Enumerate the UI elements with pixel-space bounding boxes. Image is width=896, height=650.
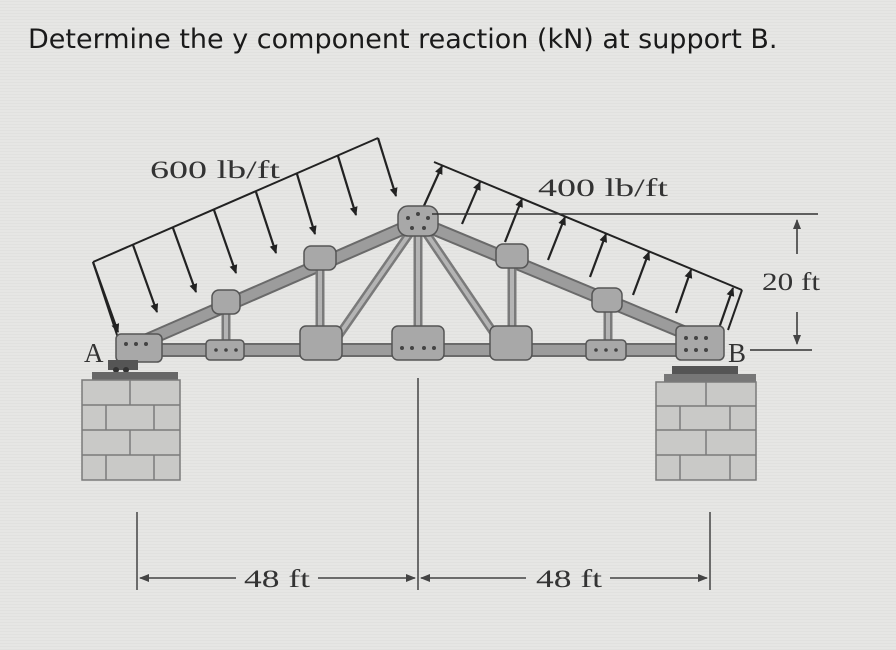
height-dimension xyxy=(432,213,818,351)
load-arrow xyxy=(254,191,278,254)
gusset-plate xyxy=(489,325,533,361)
left-load-arrows xyxy=(91,137,398,333)
load-arrow xyxy=(171,227,198,293)
support-b xyxy=(655,366,757,481)
support-b-label: B xyxy=(728,338,746,368)
support-a-label: A xyxy=(84,338,104,368)
load-arrow xyxy=(336,155,358,216)
gusset-plate xyxy=(675,325,725,361)
height-label: 20 ft xyxy=(762,269,820,296)
left-span-label: 48 ft xyxy=(244,566,310,593)
gusset-plate xyxy=(299,325,343,361)
left-load-label: 600 lb/ft xyxy=(150,157,280,184)
load-arrow xyxy=(674,269,693,314)
truss xyxy=(115,205,725,363)
load-arrow xyxy=(212,209,238,274)
gusset-plate xyxy=(495,243,529,269)
gusset-plate xyxy=(591,287,623,313)
load-arrow xyxy=(295,173,317,235)
load-arrow xyxy=(376,137,398,197)
load-arrow xyxy=(91,261,120,333)
support-a xyxy=(81,360,181,481)
gusset-plate xyxy=(303,245,337,271)
gusset-plate xyxy=(397,205,439,237)
load-arrow xyxy=(588,233,608,278)
right-load-label: 400 lb/ft xyxy=(538,175,668,202)
span-dimensions xyxy=(136,378,711,590)
load-arrow xyxy=(503,198,524,243)
question-text: Determine the y component reaction (kN) … xyxy=(28,24,778,55)
right-load-envelope xyxy=(433,161,743,331)
load-arrow xyxy=(546,216,567,261)
load-arrow xyxy=(131,244,159,313)
load-arrow xyxy=(716,287,735,332)
gusset-plate xyxy=(115,333,163,363)
right-load-arrows xyxy=(421,165,735,332)
load-arrow xyxy=(421,165,444,209)
gusset-plate xyxy=(391,325,445,361)
right-span-label: 48 ft xyxy=(536,566,602,593)
load-arrow xyxy=(460,181,482,225)
load-arrow xyxy=(631,251,651,296)
gusset-plate xyxy=(211,289,241,315)
